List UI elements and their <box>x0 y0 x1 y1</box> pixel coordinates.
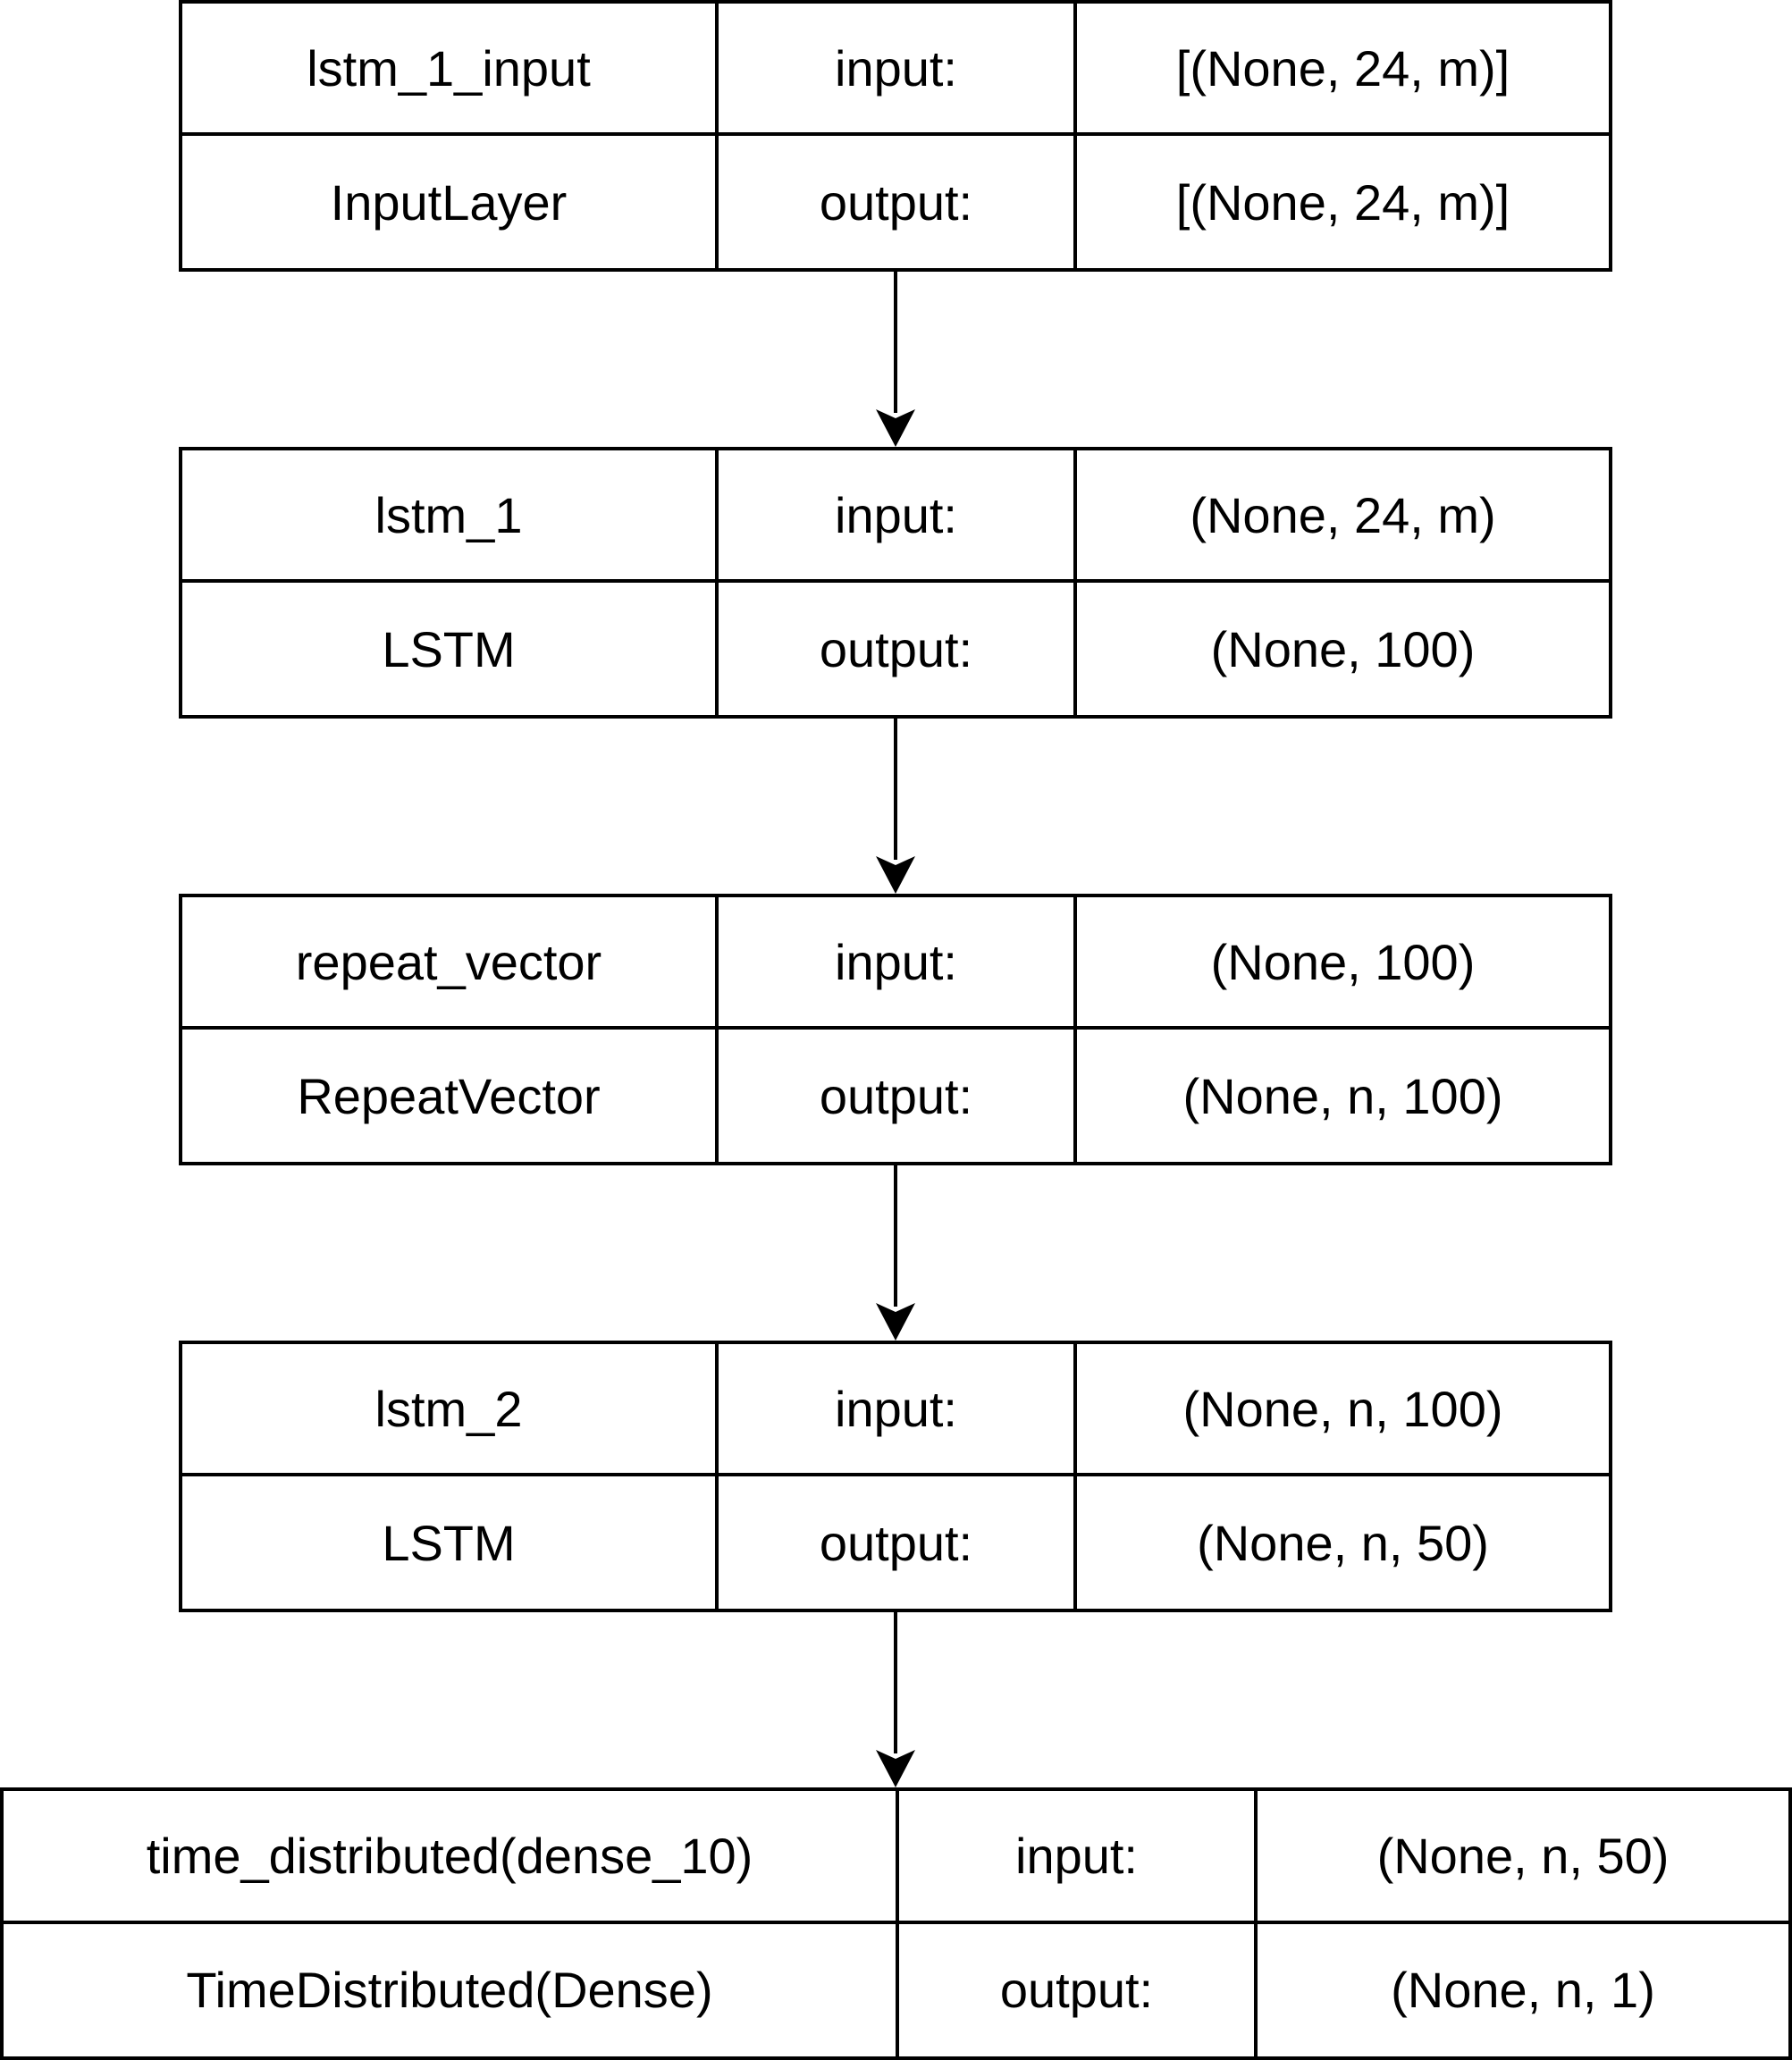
output-label: output: <box>719 583 1077 715</box>
layer-node-lstm-1: lstm_1 input: (None, 24, m) LSTM output:… <box>179 447 1612 719</box>
output-label: output: <box>719 1476 1077 1609</box>
input-label: input: <box>719 897 1077 1030</box>
output-label: output: <box>899 1923 1258 2056</box>
arrowhead-3-4 <box>876 1750 915 1787</box>
layer-type: LSTM <box>182 583 719 715</box>
arrowhead-2-3 <box>876 1303 915 1341</box>
layer-type: LSTM <box>182 1476 719 1609</box>
output-label: output: <box>719 1030 1077 1162</box>
layer-node-time-distributed: time_distributed(dense_10) input: (None,… <box>0 1787 1792 2060</box>
input-shape: (None, n, 100) <box>1077 1344 1609 1476</box>
input-shape: (None, n, 50) <box>1258 1791 1788 1924</box>
layer-name: lstm_1_input <box>182 4 719 136</box>
layer-node-lstm-1-input: lstm_1_input input: [(None, 24, m)] Inpu… <box>179 0 1612 272</box>
output-shape: [(None, 24, m)] <box>1175 173 1510 231</box>
output-shape: (None, n, 100) <box>1182 1067 1503 1124</box>
layer-type: RepeatVector <box>182 1030 719 1162</box>
output-shape: (None, n, 50) <box>1197 1514 1489 1571</box>
arrowhead-1-2 <box>876 856 915 894</box>
arrowhead-0-1 <box>876 409 915 447</box>
input-shape: (None, 100) <box>1077 897 1609 1030</box>
input-label: input: <box>719 1344 1077 1476</box>
input-shape: (None, 24, m) <box>1077 450 1609 583</box>
layer-name: time_distributed(dense_10) <box>4 1791 899 1924</box>
layer-name: repeat_vector <box>182 897 719 1030</box>
input-label: input: <box>719 4 1077 136</box>
layer-name: lstm_1 <box>182 450 719 583</box>
layer-type: InputLayer <box>182 136 719 268</box>
layer-node-lstm-2: lstm_2 input: (None, n, 100) LSTM output… <box>179 1341 1612 1612</box>
output-label: output: <box>719 136 1077 268</box>
input-label: input: <box>899 1791 1258 1924</box>
layer-type: TimeDistributed(Dense) <box>4 1923 899 2056</box>
output-shape: (None, 100) <box>1210 620 1476 677</box>
layer-node-repeat-vector: repeat_vector input: (None, 100) RepeatV… <box>179 894 1612 1165</box>
input-label: input: <box>719 450 1077 583</box>
layer-name: lstm_2 <box>182 1344 719 1476</box>
input-shape: [(None, 24, m)] <box>1077 4 1609 136</box>
output-shape: (None, n, 1) <box>1391 1962 1655 2019</box>
